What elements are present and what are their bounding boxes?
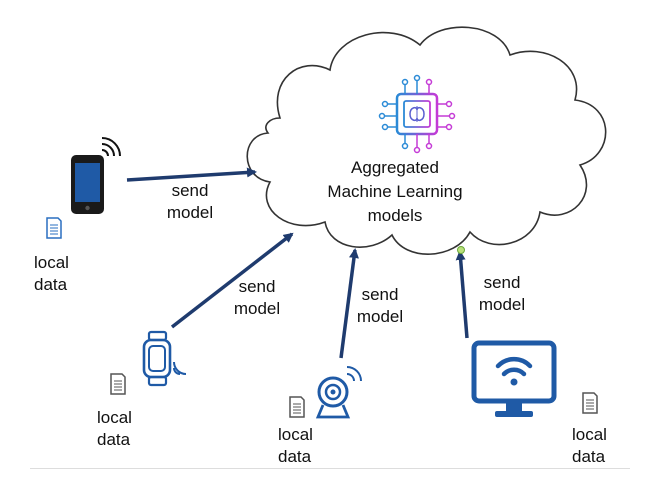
cloud-shape <box>246 26 607 255</box>
document-icon <box>110 373 126 395</box>
local-data-label: local data <box>34 253 69 294</box>
local-data-label: local data <box>572 425 607 466</box>
local-data-label: local data <box>97 408 132 449</box>
send-model-label: send model <box>356 285 404 326</box>
cloud-title: Aggregated Machine Learning models <box>300 156 490 228</box>
send-model-label: send model <box>233 277 281 318</box>
connector-dot <box>457 246 465 254</box>
cloud-title-line: Machine Learning <box>327 182 463 201</box>
monitor-wifi-icon <box>471 340 557 417</box>
cloud-title-line: models <box>367 206 423 225</box>
smartphone-icon <box>71 137 121 214</box>
ai-chip-brain-icon <box>378 74 456 154</box>
arrow-desktop-to-cloud <box>455 250 469 339</box>
document-icon <box>46 217 62 239</box>
arrow-wearable-to-cloud <box>170 232 294 329</box>
divider <box>30 468 630 469</box>
webcam-icon <box>315 366 362 419</box>
document-icon <box>289 396 305 418</box>
document-icon <box>582 392 598 414</box>
smartwatch-icon <box>142 330 187 387</box>
cloud-title-line: Aggregated <box>351 158 439 177</box>
arrow-phone-to-cloud <box>126 167 257 182</box>
local-data-label: local data <box>278 425 313 466</box>
send-model-label: send model <box>478 273 526 314</box>
send-model-label: send model <box>166 181 214 222</box>
arrow-webcam-to-cloud <box>339 248 359 359</box>
